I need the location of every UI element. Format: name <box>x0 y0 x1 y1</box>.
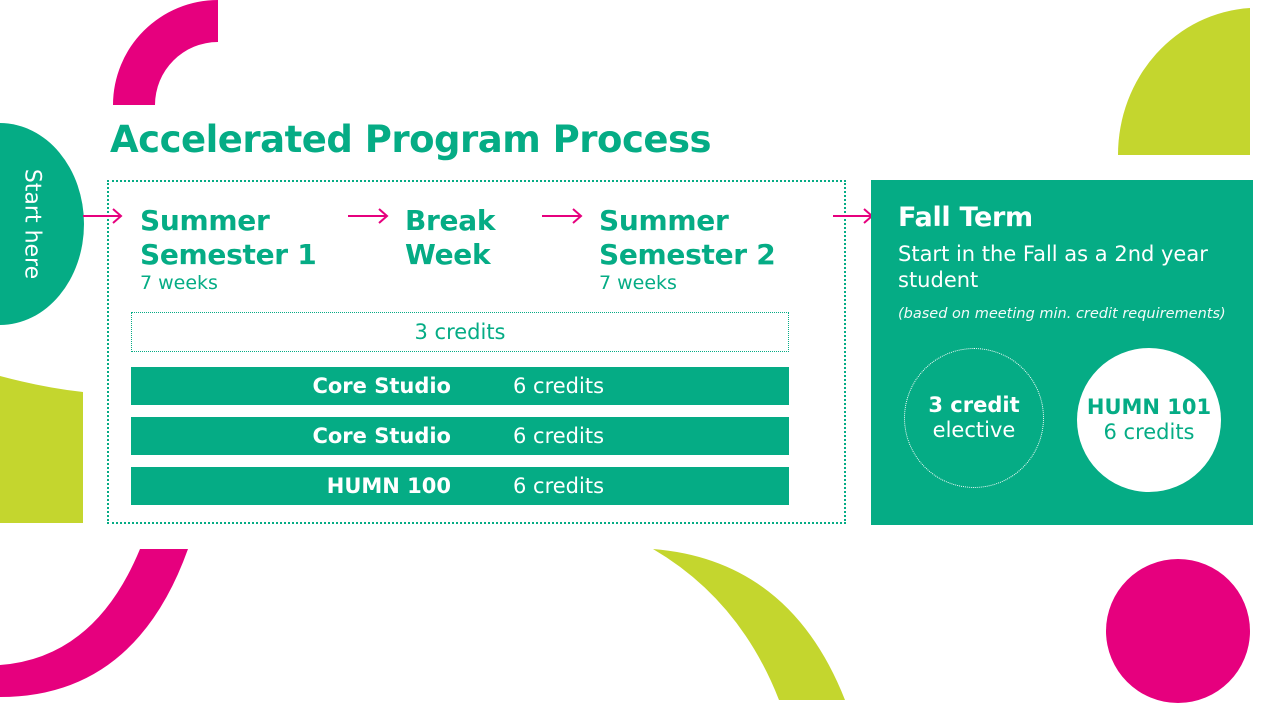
fall-term-description: Start in the Fall as a 2nd year student <box>898 242 1208 292</box>
pink-arc-bottom-left-shape <box>0 549 188 697</box>
lime-arc-bottom-shape <box>653 549 845 700</box>
course-row: HUMN 100 6 credits <box>131 467 789 505</box>
step-title: Break Week <box>405 204 496 271</box>
course-name: Core Studio <box>312 374 451 398</box>
fall-term-title: Fall Term <box>898 202 1033 233</box>
lime-quarter-left-shape <box>0 376 83 523</box>
humn-101-name: HUMN 101 <box>1086 395 1212 419</box>
arrow-icon <box>833 208 874 224</box>
pink-arc-top-shape <box>113 0 218 105</box>
course-name: Core Studio <box>312 424 451 448</box>
elective-circle: 3 credit elective <box>904 348 1044 488</box>
fall-term-panel: Fall Term Start in the Fall as a 2nd yea… <box>871 180 1253 525</box>
step-duration: 7 weeks <box>140 272 218 294</box>
shared-credits-box: 3 credits <box>131 312 789 352</box>
start-semicircle-shape <box>0 123 84 325</box>
elective-credits: 3 credit <box>928 393 1020 417</box>
step-title: Summer Semester 2 <box>599 204 776 271</box>
step-break-week: Break Week <box>405 204 495 272</box>
step-duration: 7 weeks <box>599 272 677 294</box>
lime-quarter-top-right-shape <box>1117 8 1250 155</box>
course-credits: 6 credits <box>513 424 605 448</box>
arrow-icon <box>348 208 389 224</box>
arrow-icon <box>83 208 123 224</box>
humn-101-credits: 6 credits <box>1103 420 1195 444</box>
course-credits: 6 credits <box>513 474 605 498</box>
step-title: Summer Semester 1 <box>140 204 317 271</box>
pink-circle-shape <box>1106 559 1250 703</box>
elective-label: elective <box>932 418 1016 442</box>
course-name: HUMN 100 <box>326 474 451 498</box>
humn-101-circle: HUMN 101 6 credits <box>1077 348 1221 492</box>
course-row: Core Studio 6 credits <box>131 367 789 405</box>
summer-program-container <box>107 180 846 524</box>
page-title: Accelerated Program Process <box>110 118 712 161</box>
step-summer-semester-2: Summer Semester 2 7 weeks <box>599 204 776 294</box>
step-summer-semester-1: Summer Semester 1 7 weeks <box>140 204 317 294</box>
arrow-icon <box>542 208 583 224</box>
fall-term-note: (based on meeting min. credit requiremen… <box>898 306 1226 322</box>
course-row: Core Studio 6 credits <box>131 417 789 455</box>
course-credits: 6 credits <box>513 374 605 398</box>
